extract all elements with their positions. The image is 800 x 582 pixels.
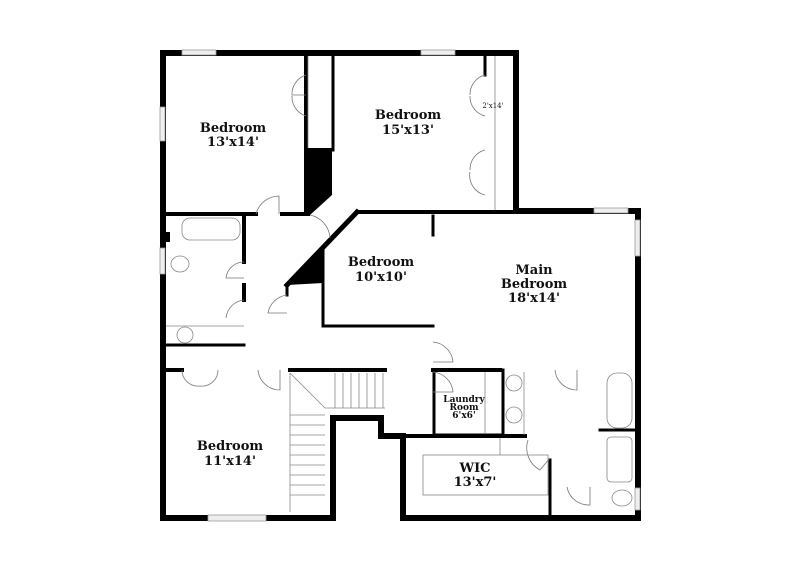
room-name: Laundry [443,395,485,405]
stair-tread [289,372,326,409]
room-name: Bedroom [200,121,267,136]
room-size: 13'x7' [454,475,497,490]
room-name: Bedroom [375,108,442,123]
toilet-icon [611,489,633,507]
room-name: Bedroom [197,439,264,454]
room-size: 13'x14' [207,135,259,150]
room-name: Bedroom [501,277,568,292]
room-name: WIC [458,461,490,476]
sink-icon [176,326,194,344]
room-size: 18'x14' [508,291,560,306]
sink-icon [505,374,523,392]
room-size: 6'x6' [452,411,475,421]
room-name: Bedroom [348,255,415,270]
sink-icon [505,406,523,424]
room-size: 2'x14' [482,102,503,110]
shower-icon [606,436,633,483]
room-name: Room [449,403,478,413]
interior-walls [164,51,638,520]
bathtub-icon [181,217,241,241]
bathtub-icon [606,372,633,429]
fixtures [166,217,633,507]
room-name: Main [515,263,553,278]
exterior-walls [160,50,641,521]
room-size: 15'x13' [382,123,434,138]
stairs [289,372,385,512]
room-labels: Bedroom 13'x14' Bedroom 15'x13' 2'x14' B… [197,102,568,490]
toilet-icon [170,255,190,273]
room-size: 10'x10' [355,270,407,285]
windows [159,49,641,522]
doors [181,74,591,506]
room-size: 11'x14' [204,454,256,469]
